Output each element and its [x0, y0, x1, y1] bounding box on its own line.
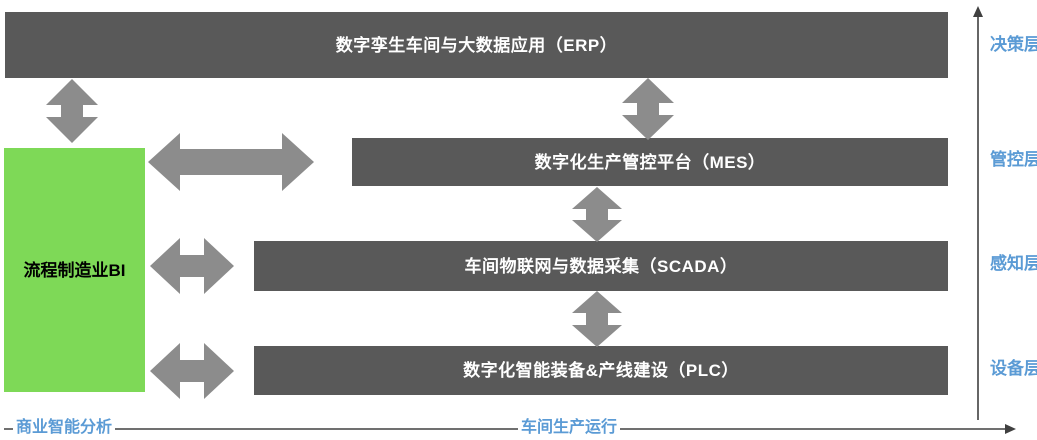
bar-mes[interactable]: 数字化生产管控平台（MES） — [352, 138, 948, 186]
bar-mes-label: 数字化生产管控平台（MES） — [534, 152, 766, 172]
bottom-label-workshop-runtime: 车间生产运行 — [518, 420, 621, 436]
layer-label-management: 管控层 — [990, 150, 1037, 169]
arrow-scada-to-plc-icon — [569, 291, 625, 347]
box-business-intelligence[interactable]: 流程制造业BI — [4, 148, 145, 392]
bar-erp-label: 数字孪生车间与大数据应用（ERP） — [335, 35, 618, 55]
layer-label-perception: 感知层 — [990, 254, 1037, 273]
arrow-mes-to-scada-icon — [569, 187, 625, 242]
box-bi-label: 流程制造业BI — [23, 260, 126, 280]
bar-erp[interactable]: 数字孪生车间与大数据应用（ERP） — [5, 12, 948, 78]
bar-plc-label: 数字化智能装备&产线建设（PLC） — [463, 361, 739, 380]
arrow-bi-to-mes-icon — [148, 133, 314, 191]
bar-plc[interactable]: 数字化智能装备&产线建设（PLC） — [254, 346, 948, 395]
arrow-bi-to-scada-icon — [150, 238, 234, 294]
bar-scada[interactable]: 车间物联网与数据采集（SCADA） — [254, 241, 948, 291]
layer-label-equipment: 设备层 — [990, 359, 1037, 378]
arrow-erp-to-mes-icon — [618, 78, 678, 140]
bottom-axis-arrow-icon — [0, 418, 1037, 440]
arrow-bi-to-erp-icon — [42, 79, 102, 143]
bar-scada-label: 车间物联网与数据采集（SCADA） — [464, 256, 738, 276]
arrow-bi-to-plc-icon — [150, 343, 234, 399]
layer-label-decision: 决策层 — [990, 35, 1037, 54]
layer-axis-arrow-icon — [968, 6, 988, 424]
bottom-label-bi-analysis: 商业智能分析 — [13, 420, 116, 436]
